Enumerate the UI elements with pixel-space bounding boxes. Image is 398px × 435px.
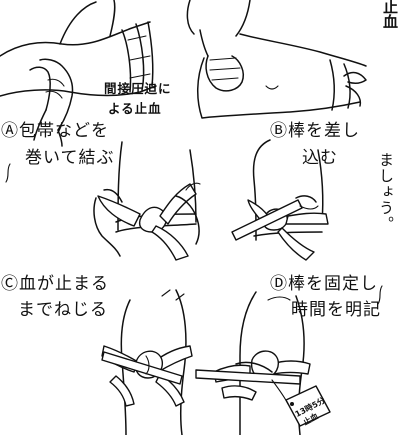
wrapping-illustration — [186, 0, 367, 119]
indirect-pressure-caption-line1: 間接圧迫に — [104, 81, 172, 96]
step-d-line1: 棒を固定し — [288, 274, 378, 294]
step-d-illustration — [195, 291, 311, 435]
step-c-line1: 血が止まる — [19, 274, 109, 294]
side-note: ましょう。 — [377, 152, 395, 232]
step-d-line2: 時間を明記 — [291, 300, 381, 320]
step-c-marker: Ⓒ — [1, 274, 19, 294]
step-a-illustration — [93, 141, 201, 261]
time-tag — [285, 385, 331, 427]
tag-hole — [290, 402, 294, 406]
step-a-line1: 包帯などを — [19, 121, 109, 141]
step-b-line2: 込む — [302, 148, 338, 168]
step-c-label: Ⓒ血が止まる — [1, 276, 109, 293]
step-d-label: Ⓓ棒を固定し — [270, 276, 378, 293]
corner-char-top: 止 — [383, 0, 398, 16]
step-a-label: Ⓐ包帯などを — [1, 123, 109, 140]
motion-mark — [5, 163, 11, 183]
step-b-illustration — [231, 139, 329, 261]
motion-mark — [377, 285, 383, 305]
step-c-illustration — [101, 289, 193, 435]
indirect-pressure-caption-line2: よる止血 — [108, 101, 162, 116]
step-b-line1: 棒を差し — [288, 121, 360, 141]
step-a-line2: 巻いて結ぶ — [25, 148, 115, 168]
step-a-marker: Ⓐ — [1, 121, 19, 141]
step-b-marker: Ⓑ — [270, 121, 288, 141]
step-d-marker: Ⓓ — [270, 274, 288, 294]
indirect-pressure-illustration — [0, 0, 157, 147]
step-c-line2: までねじる — [18, 300, 108, 320]
corner-char-bottom: 血 — [383, 13, 398, 31]
step-b-label: Ⓑ棒を差し — [270, 123, 360, 140]
